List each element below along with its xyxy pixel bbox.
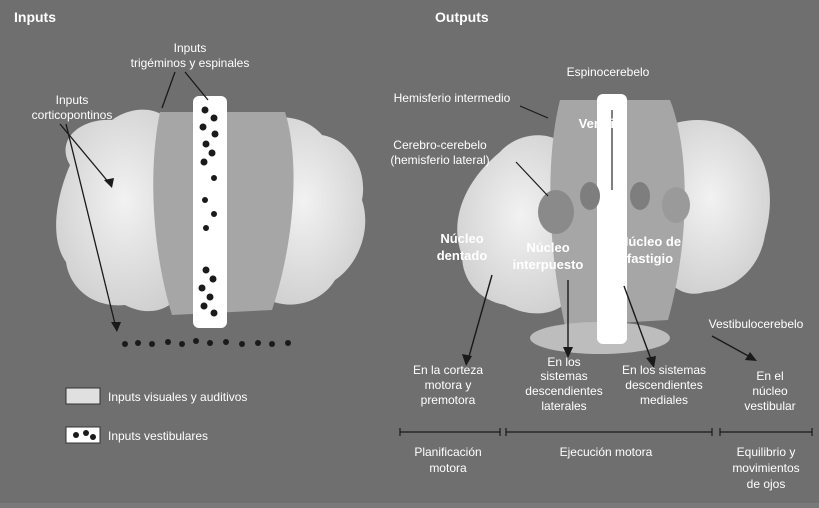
label-vermis: Vermis [579,116,622,131]
label-nucleo-interpuesto-1: Núcleo [526,240,569,255]
target-corteza-2: motora y [425,378,472,392]
target-vestibular-3: vestibular [744,399,795,413]
label-vestibulocerebelo: Vestibulocerebelo [709,317,804,331]
legend: Inputs visuales y auditivos Inputs vesti… [66,388,247,443]
target-vestibular-2: núcleo [752,384,788,398]
inputs-heading: Inputs [14,9,56,25]
target-laterales-1: En los [547,355,580,369]
hemisferio-arrow [520,106,548,118]
label-trigeminal-2: trigéminos y espinales [131,56,250,70]
label-nucleo-dentado-1: Núcleo [440,231,483,246]
right-cerebellum [457,94,770,354]
legend-vestibular-label: Inputs vestibulares [108,429,208,443]
trigeminal-arrow-1 [162,72,175,108]
label-nucleo-interpuesto-2: interpuesto [513,257,584,272]
label-hemisferio-intermedio: Hemisferio intermedio [394,91,511,105]
trigeminal-arrow-2 [185,72,208,100]
function-planificacion-1: Planificación [414,445,481,459]
corticopontine-arrowhead-2 [111,322,121,332]
label-corticopontine-1: Inputs [56,93,89,107]
function-equilibrio-3: de ojos [747,477,786,491]
label-espinocerebelo: Espinocerebelo [567,65,650,79]
label-trigeminal-1: Inputs [174,41,207,55]
function-ejecucion: Ejecución motora [560,445,653,459]
target-vestibular: En el núcleo vestibular [744,369,795,413]
function-equilibrio-1: Equilibrio y [737,445,796,459]
outputs-heading: Outputs [435,9,489,25]
label-nucleo-fastigio-2: fastigio [627,251,673,266]
target-laterales-2: sistemas [540,369,587,383]
target-mediales-1: En los sistemas [622,363,706,377]
function-equilibrio-2: movimientos [732,461,799,475]
left-cerebellum [56,96,365,347]
target-corteza-1: En la corteza [413,363,483,377]
label-cerebrocerebelo-1: Cerebro-cerebelo [393,138,487,152]
label-corticopontine-2: corticopontinos [32,108,113,122]
legend-swatch-visual [66,388,100,404]
function-planificacion-2: motora [429,461,467,475]
dentate-nucleus [538,190,574,234]
output-arrow-vestibular [712,336,752,358]
target-corteza-3: premotora [421,393,476,407]
label-cerebrocerebelo-2: (hemisferio lateral) [390,153,489,167]
target-laterales-3: descendientes [525,384,602,398]
target-corteza: En la corteza motora y premotora [413,363,483,407]
left-vermis-strip [193,96,227,328]
interposed-nucleus [580,182,600,210]
legend-visual-label: Inputs visuales y auditivos [108,390,247,404]
target-vestibular-1: En el [756,369,783,383]
label-nucleo-fastigio-1: Núcleo de [619,234,681,249]
dentate-nucleus-right [662,187,690,223]
target-mediales-3: mediales [640,393,688,407]
function-brackets [400,428,812,436]
label-nucleo-dentado-2: dentado [437,248,488,263]
target-laterales-4: laterales [541,399,586,413]
target-laterales: En los sistemas descendientes laterales [525,355,602,413]
fastigial-nucleus [630,182,650,210]
floor-input-dots [122,338,291,347]
target-mediales-2: descendientes [625,378,702,392]
target-mediales: En los sistemas descendientes mediales [622,363,706,407]
